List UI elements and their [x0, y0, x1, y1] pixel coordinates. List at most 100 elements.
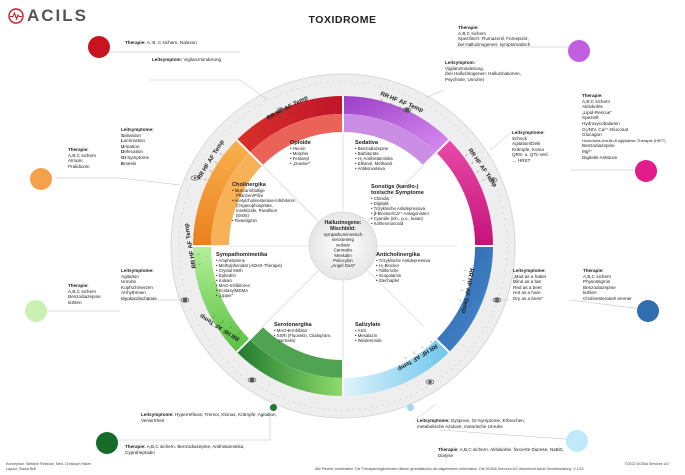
band-serotonergika: [249, 326, 343, 378]
vitals-arrow-icon: ↑: [219, 152, 225, 157]
segment-item-salizylate: • Mesalazin: [355, 333, 378, 338]
vitals-label: RR: [197, 170, 207, 181]
line: kühlen: [68, 299, 82, 305]
segment-item-serotonergika: • MAO-B-Inhibitor: [274, 328, 308, 333]
segment-item-sonstige: • β-Blocker/Ca²⁺-Antagonisten: [371, 211, 429, 216]
segment-item-cholinergika: (Organophosphate,: [236, 203, 273, 208]
vitals-arrow-icon: ↑: [403, 354, 408, 360]
segment-item-cholinergika: Pflanzen/Pilze: [236, 193, 264, 198]
segment-item-serotonergika: • SSRI (Fluoxetin, Citalopram,: [274, 333, 331, 338]
vitals-label: HF: [222, 327, 232, 337]
line: (bei Halluzinogenen: Halluzinationen,: [445, 71, 521, 77]
line: Hochdosis-Insulin-Euglykämie-Therapie (H…: [582, 137, 666, 143]
eye-icon: [180, 297, 190, 303]
vitals-arrow-icon: ↑: [194, 242, 200, 246]
lightblue-leit-callout: Leitsymptome: Dyspnoe, GI-Symptome, Erbr…: [417, 418, 552, 429]
disclaimer: Alle Rechte vorbehalten. Die Therapiemög…: [315, 467, 584, 471]
vitals-arrow-icon: ↑: [458, 288, 464, 292]
label: Therapie:: [582, 93, 603, 98]
center-disc: [308, 211, 378, 281]
vitals-arrow-icon: ↑: [388, 101, 393, 107]
vitals-arrow-icon: ↑: [192, 233, 198, 237]
text: Dyspnoe, GI-Symptome, Erbrechen, metabol…: [417, 418, 526, 429]
vitals-label: AF: [284, 103, 294, 112]
center-title: Mischbild:: [330, 226, 356, 232]
center-line: Psilocybin: [333, 258, 353, 263]
vitals-arrow-icon: ↑: [271, 120, 276, 126]
line: Benzodiazepine: [583, 284, 616, 290]
vitals-label-group: RR↑HF↑AF↑Temp↑: [456, 268, 474, 314]
orange-leit-callout: Leitsymptome: Salivation Lacrimation Uri…: [121, 127, 154, 166]
segment-item-opioide: • „Downer“: [290, 161, 311, 166]
text: Hyperreflexie, Tremor, Klonus, Krämpfe, …: [141, 412, 277, 423]
vitals-arrow-icon: ↑: [237, 329, 242, 335]
line: Vigilanzminderung,: [445, 65, 484, 71]
green-therapy-callout: Therapie: A,B,C sichern. Benzodiazepine,…: [125, 444, 265, 455]
segment-item-cholinergika: Insektizide, Parathion: [236, 208, 278, 213]
line: Psychose, Unruhe): [445, 76, 485, 82]
band-sedativa: [343, 114, 437, 166]
vitals-label: Temp: [184, 222, 193, 239]
line: A,B,C sichern: [68, 152, 97, 158]
vitals-label: RR: [379, 91, 390, 100]
sludge-item: Lacrimation: [121, 138, 146, 144]
line: Red as a beet: [513, 284, 542, 290]
vitals-arrow-icon: ↑: [203, 177, 209, 182]
segment-title-sedativa: Sedativa: [355, 140, 379, 146]
segment-item-sonstige: • Cyanide (inh., p.o., kutan): [371, 216, 423, 221]
label: Leitsymptom:: [445, 60, 476, 65]
line: Agitation: [121, 273, 139, 279]
line: Blind as a bat: [513, 279, 541, 285]
label: Therapie:: [68, 283, 89, 288]
label: Leitsymptome:: [417, 418, 450, 423]
segment-title-salizylate: Salizylate: [355, 322, 381, 328]
segment-item-sedativa: • Ethanol, Methanol: [355, 161, 392, 166]
center-line: Meskalin: [334, 253, 352, 258]
vitals-arrow-icon: ↑: [195, 252, 201, 256]
line: Schock: [512, 135, 528, 141]
lightblue-small-dot: [407, 404, 414, 411]
line: kühlen: [583, 290, 597, 296]
segment-title-cholinergika: Cholinergika: [232, 182, 267, 188]
lightgreen-therapy-callout: Therapie: A,B,C sichern Benzodiazepine k…: [68, 283, 101, 305]
line: A,B,C sichern: [583, 273, 612, 279]
line: Hot as a hare: [513, 290, 541, 296]
green-small-dot: [270, 404, 277, 411]
segment-item-sonstige: • Digitalis: [371, 201, 389, 206]
line: Agitation/Delir: [512, 141, 541, 147]
center-line: Cannabis: [334, 248, 353, 253]
center-text-layer: Halluzinogene:Mischbild:sympathomimetisc…: [324, 220, 363, 268]
line: bei Halluzinogenen: symptomatisch: [458, 41, 531, 47]
vitals-arrow-icon: ↑: [213, 160, 219, 165]
eye-icon: [402, 107, 412, 113]
outer-ring-border: [170, 73, 516, 419]
vitals-label: AF: [214, 321, 224, 331]
segment-item-opioide: • Morphin: [290, 151, 309, 156]
segment-item-sonstige: • Kohlenmonoxid: [371, 221, 404, 226]
label: Leitsymptome:: [141, 412, 174, 417]
line: „Lipid-Rescue“: [582, 109, 612, 115]
vitals-label: HF: [419, 348, 429, 358]
segment-item-sympathomimetika: • „Upper“: [216, 293, 234, 298]
line: A,B,C sichern: [68, 288, 97, 294]
band-opioide: [249, 114, 343, 166]
vitals-arrow-icon: ↑: [428, 338, 433, 344]
segment-ring-sympathomimetika: [192, 246, 250, 353]
green-marker-dot: [96, 432, 118, 454]
segment-item-sonstige: • Trizyklische Antidepressiva: [371, 206, 426, 211]
logo-text: ACILS: [27, 6, 88, 25]
sludge-item: Defecation: [121, 149, 143, 155]
vitals-arrow-icon: ↑: [197, 262, 203, 266]
segment-title-opioide: Opioide: [290, 140, 311, 146]
line: A,B,C sichern: [458, 30, 487, 36]
line: Glucagon: [582, 132, 602, 138]
eye-icon: [247, 377, 257, 383]
segment-item-sedativa: • Benzodiazepine: [355, 146, 389, 151]
sludge-item: Emesis: [121, 160, 137, 166]
line: Unruhe: [121, 279, 137, 285]
segment-ring-serotonergika: [236, 339, 343, 396]
segment-item-salizylate: • Weidenrinde: [355, 338, 382, 343]
line: Benzodiazepine: [68, 294, 101, 300]
lightgreen-marker-dot: [25, 300, 47, 322]
